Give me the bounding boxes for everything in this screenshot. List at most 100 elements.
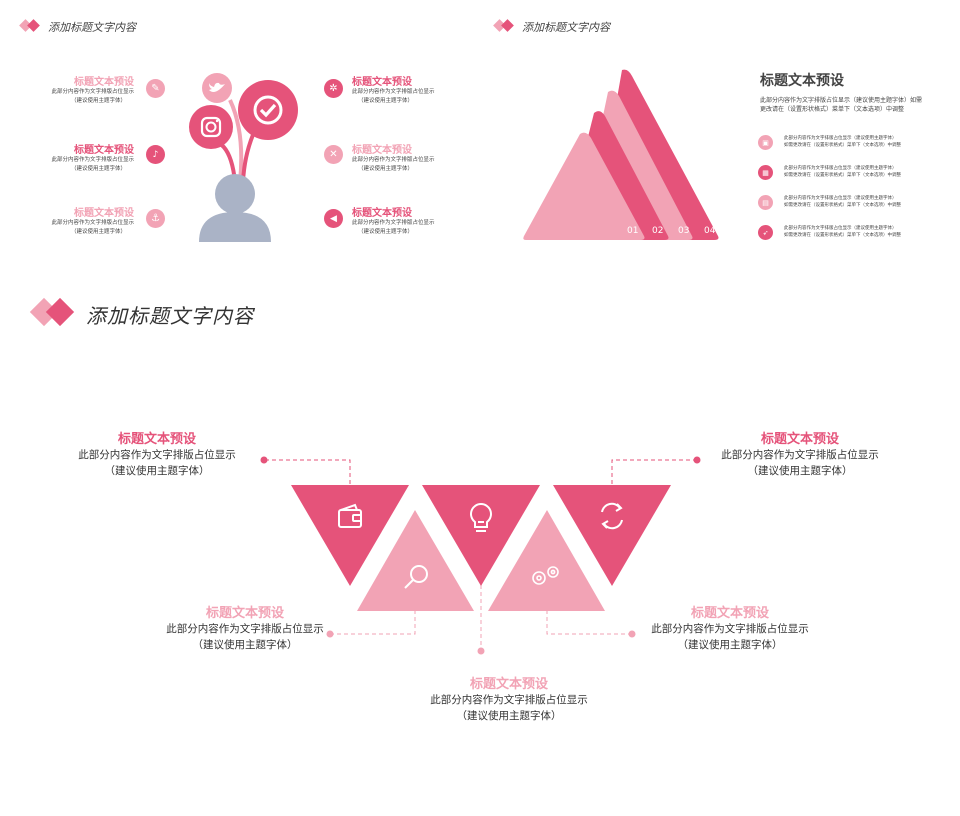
s2-item-1-line2: 如需更改请在（设置形状格式）菜单下（文本选项）中调整 <box>784 143 901 148</box>
triangle-diagram <box>260 456 701 655</box>
s3-item-1-title: 标题文本预设 <box>117 432 196 447</box>
s1-item-2-title: 标题文本预设 <box>74 145 134 156</box>
pyramid-layer-1 <box>523 132 645 240</box>
s2-item-3-line2: 如需更改请在（设置形状格式）菜单下（文本选项）中调整 <box>784 203 901 208</box>
s3-item-4-line2: （建议使用主题字体） <box>677 639 783 651</box>
s3-item-5-title: 标题文本预设 <box>469 677 548 692</box>
slide-2-desc: 此部分内容作为文字排版占位显示（建议使用主题字体）如需更改请在（设置形状格式）菜… <box>760 97 923 113</box>
s1-item-3-line2: （建议使用主题字体） <box>70 229 126 235</box>
connector-2 <box>611 459 697 486</box>
connector-4-dot <box>628 630 636 638</box>
slide-1-header: 添加标题文字内容 <box>48 21 136 34</box>
pyramid-number-01: 01 <box>627 226 639 236</box>
triangle-up-2 <box>488 510 605 611</box>
s1-item-4-line1: 此部分内容作为文字排版占位显示 <box>352 89 435 95</box>
s1-item-5-line1: 此部分内容作为文字排版占位显示 <box>352 157 435 163</box>
calendar-icon: ▦ <box>758 165 773 180</box>
s3-item-2-line1: 此部分内容作为文字排版占位显示 <box>721 449 879 461</box>
close-icon: ✕ <box>324 145 343 164</box>
person-head <box>215 174 255 214</box>
instagram-bubble <box>189 105 233 149</box>
triangle-up-1 <box>357 510 474 611</box>
layered-pyramid <box>523 69 719 241</box>
connector-2-dot <box>693 456 701 464</box>
refresh-icon <box>601 502 623 530</box>
s2-item-4: 此部分内容作为文字排版占位显示（建议使用主题字体） 如需更改请在（设置形状格式）… <box>784 225 934 239</box>
s3-item-5-line1: 此部分内容作为文字排版占位显示 <box>430 694 588 706</box>
s3-item-1-line1: 此部分内容作为文字排版占位显示 <box>78 449 236 461</box>
search-icon <box>404 565 428 589</box>
triangle-down-1 <box>291 485 409 586</box>
diamond-logo-icon <box>19 19 40 32</box>
diamond-logo-icon <box>493 19 514 32</box>
wrench-icon: ✎ <box>146 79 165 98</box>
s1-item-3: 标题文本预设 此部分内容作为文字排版占位显示 （建议使用主题字体） <box>30 204 134 237</box>
s1-item-6-line2: （建议使用主题字体） <box>358 229 414 235</box>
s3-item-4: 标题文本预设 此部分内容作为文字排版占位显示 （建议使用主题字体） <box>633 602 827 653</box>
s1-item-6-title: 标题文本预设 <box>352 208 412 219</box>
s1-item-4: 标题文本预设 此部分内容作为文字排版占位显示 （建议使用主题字体） <box>352 73 462 106</box>
s3-item-2-title: 标题文本预设 <box>760 432 839 447</box>
s3-item-1: 标题文本预设 此部分内容作为文字排版占位显示 （建议使用主题字体） <box>60 428 254 479</box>
s3-item-4-line1: 此部分内容作为文字排版占位显示 <box>651 623 809 635</box>
s3-item-5: 标题文本预设 此部分内容作为文字排版占位显示 （建议使用主题字体） <box>412 673 606 724</box>
s3-item-3-line1: 此部分内容作为文字排版占位显示 <box>166 623 324 635</box>
person-body <box>199 212 271 242</box>
s1-item-6-line1: 此部分内容作为文字排版占位显示 <box>352 220 435 226</box>
s2-item-3: 此部分内容作为文字排版占位显示（建议使用主题字体） 如需更改请在（设置形状格式）… <box>784 195 934 209</box>
check-bubble <box>238 80 298 140</box>
connector-1 <box>265 459 351 486</box>
pyramid-number-03: 03 <box>678 226 690 236</box>
rocket-icon: ➶ <box>758 225 773 240</box>
s1-item-3-title: 标题文本预设 <box>74 208 134 219</box>
image-icon: ▣ <box>758 135 773 150</box>
s2-item-2-line1: 此部分内容作为文字排版占位显示（建议使用主题字体） <box>784 166 897 171</box>
connector-1-dot <box>260 456 268 464</box>
instagram-icon <box>200 116 222 138</box>
s1-item-6: 标题文本预设 此部分内容作为文字排版占位显示 （建议使用主题字体） <box>352 204 462 237</box>
twitter-icon <box>209 82 225 92</box>
triangle-down-2 <box>422 485 540 586</box>
slide-2-title: 标题文本预设 <box>760 73 844 89</box>
s2-item-2: 此部分内容作为文字排版占位显示（建议使用主题字体） 如需更改请在（设置形状格式）… <box>784 165 934 179</box>
connector-3 <box>330 610 416 635</box>
s1-item-2-line1: 此部分内容作为文字排版占位显示 <box>51 157 134 163</box>
pyramid-number-04: 04 <box>704 226 716 236</box>
s1-item-5-line2: （建议使用主题字体） <box>358 166 414 172</box>
s2-item-3-line1: 此部分内容作为文字排版占位显示（建议使用主题字体） <box>784 196 897 201</box>
lightbulb-icon <box>470 502 492 532</box>
s1-item-1: 标题文本预设 此部分内容作为文字排版占位显示 （建议使用主题字体） <box>30 73 134 106</box>
s1-item-4-title: 标题文本预设 <box>352 77 412 88</box>
anchor-icon: ⚓ <box>146 209 165 228</box>
briefcase-icon: ▤ <box>758 195 773 210</box>
s1-item-1-line1: 此部分内容作为文字排版占位显示 <box>51 89 134 95</box>
s1-item-4-line2: （建议使用主题字体） <box>358 98 414 104</box>
s1-item-1-title: 标题文本预设 <box>74 77 134 88</box>
s1-item-2: 标题文本预设 此部分内容作为文字排版占位显示 （建议使用主题字体） <box>30 141 134 174</box>
pyramid-number-02: 02 <box>652 226 664 236</box>
triangle-down-3 <box>553 485 671 586</box>
connector-4 <box>546 610 632 635</box>
gears-icon <box>532 566 559 585</box>
s1-item-5-title: 标题文本预设 <box>352 145 412 156</box>
connector-5-dot <box>477 647 485 655</box>
connector-3-dot <box>326 630 334 638</box>
s2-item-4-line1: 此部分内容作为文字排版占位显示（建议使用主题字体） <box>784 226 897 231</box>
check-icon <box>259 103 277 118</box>
slide-2-header: 添加标题文字内容 <box>522 21 610 34</box>
megaphone-icon: ◀ <box>324 209 343 228</box>
diamond-logo-icon <box>29 297 75 327</box>
s3-item-2: 标题文本预设 此部分内容作为文字排版占位显示 （建议使用主题字体） <box>703 428 897 479</box>
slide-3-header: 添加标题文字内容 <box>86 304 254 328</box>
person-social-illustration <box>189 73 298 242</box>
s3-item-1-line2: （建议使用主题字体） <box>104 465 210 477</box>
bell-icon: ♪ <box>146 145 165 164</box>
wallet-icon <box>338 503 362 528</box>
s3-item-3-title: 标题文本预设 <box>205 606 284 621</box>
s2-item-4-line2: 如需更改请在（设置形状格式）菜单下（文本选项）中调整 <box>784 233 901 238</box>
s1-item-2-line2: （建议使用主题字体） <box>70 166 126 172</box>
s1-item-3-line1: 此部分内容作为文字排版占位显示 <box>51 220 134 226</box>
s3-item-3: 标题文本预设 此部分内容作为文字排版占位显示 （建议使用主题字体） <box>148 602 342 653</box>
gear-icon: ✲ <box>324 79 343 98</box>
s3-item-5-line2: （建议使用主题字体） <box>456 710 562 722</box>
